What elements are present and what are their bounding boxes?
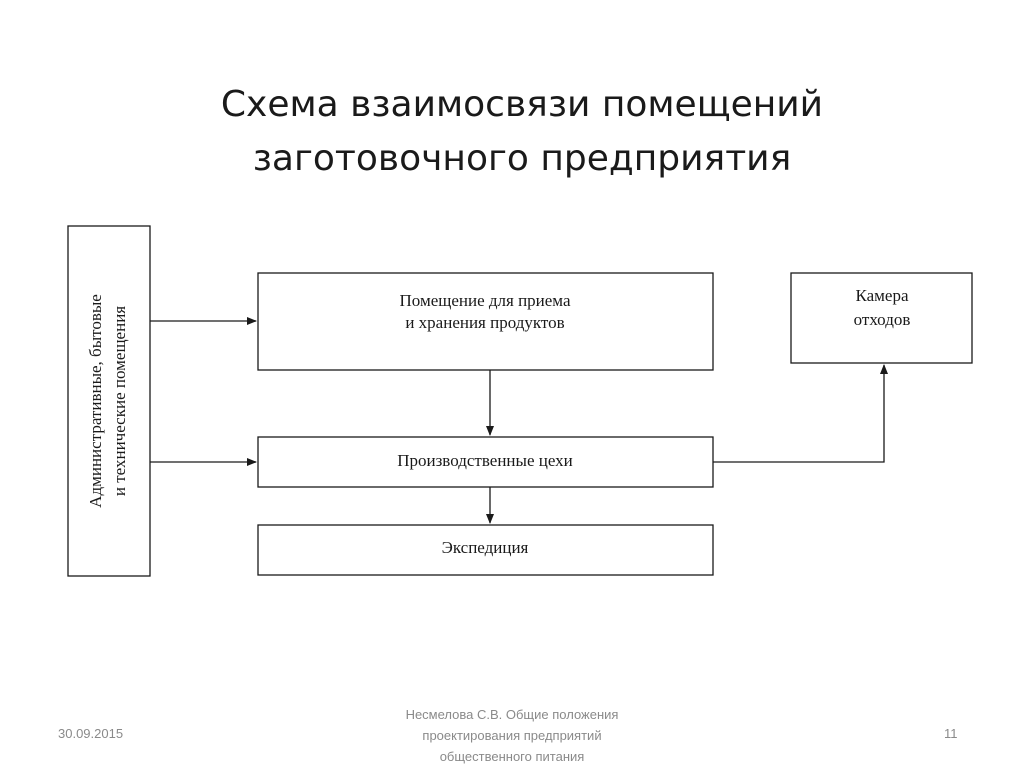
- footer-citation-line-3: общественного питания: [439, 749, 585, 764]
- footer-page-number: 11: [944, 726, 958, 741]
- dispatch-box: [257, 524, 714, 576]
- footer-citation-line-2: проектирования предприятий: [422, 728, 602, 743]
- slide-title: Схема взаимосвязи помещений заготовочног…: [112, 78, 932, 186]
- dispatch-block: Экспедиция: [257, 524, 714, 576]
- receiving-storage-block: Помещение для приема и хранения продукто…: [257, 272, 714, 371]
- footer-citation-line-1: Несмелова С.В. Общие положения: [405, 707, 619, 722]
- production-workshops-label: Производственные цехи: [397, 451, 573, 470]
- receiving-storage-label-line-2: и хранения продуктов: [405, 313, 564, 332]
- admin-rooms-block: Административные, бытовые и технические …: [67, 225, 151, 577]
- admin-rooms-label-line-1: Административные, бытовые: [86, 294, 105, 508]
- admin-rooms-label-line-2: и технические помещения: [110, 306, 129, 496]
- receiving-storage-label-line-1: Помещение для приема: [399, 291, 570, 310]
- slide-title-line-2: заготовочного предприятия: [252, 138, 792, 179]
- production-workshops-block: Производственные цехи: [257, 436, 714, 488]
- admin-rooms-box: [67, 225, 151, 577]
- waste-chamber-block: Камера отходов: [790, 272, 973, 364]
- waste-chamber-box: [790, 272, 973, 364]
- dispatch-label: Экспедиция: [442, 538, 529, 557]
- footer-date: 30.09.2015: [58, 726, 124, 741]
- slide-title-line-1: Схема взаимосвязи помещений: [220, 84, 824, 125]
- receiving-storage-box: [257, 272, 714, 371]
- waste-chamber-label-line-2: отходов: [854, 310, 911, 329]
- waste-chamber-label-line-1: Камера: [855, 286, 908, 305]
- arrow-production-to-waste: [713, 364, 888, 463]
- footer-citation: Несмелова С.В. Общие положения проектиро…: [352, 704, 672, 767]
